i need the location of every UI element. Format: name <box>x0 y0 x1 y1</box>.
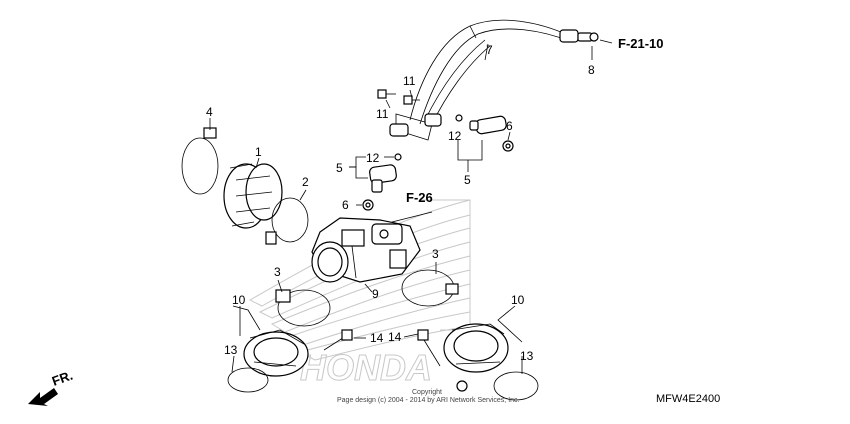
callout-12-left: 12 <box>366 151 380 165</box>
leader-lines <box>209 39 613 374</box>
callout-3-right: 3 <box>432 247 439 261</box>
clamp-band-2 <box>265 197 309 245</box>
callout-labels: 1 2 3 3 4 5 5 6 6 7 8 9 10 10 11 11 12 1… <box>206 43 595 363</box>
front-marker-label: FR. <box>50 368 75 389</box>
bolt-11 <box>377 89 420 105</box>
diagram-code: MFW4E2400 <box>656 393 720 405</box>
callout-14-left: 14 <box>370 331 384 345</box>
callout-9: 9 <box>372 287 379 301</box>
callout-7: 7 <box>486 43 493 57</box>
screw-14-right <box>417 329 468 392</box>
callout-5-right: 5 <box>464 173 471 187</box>
clamp-band-4 <box>181 127 219 195</box>
honda-watermark-text: HONDA <box>300 347 432 388</box>
fuel-injector-left <box>362 153 402 211</box>
insulator-10-right <box>443 323 509 373</box>
insulator-1 <box>223 163 283 229</box>
callout-11-bottom: 11 <box>376 107 389 121</box>
reference-f-26: F-26 <box>406 190 433 205</box>
callout-1: 1 <box>255 145 262 159</box>
copyright-line-1: Copyright <box>412 389 442 396</box>
callout-14-right: 14 <box>388 330 402 344</box>
callout-12-right: 12 <box>448 129 462 143</box>
callout-2: 2 <box>302 175 309 189</box>
copyright-line-2: Page design (c) 2004 - 2014 by ARI Netwo… <box>337 397 520 404</box>
callout-13-right: 13 <box>520 349 534 363</box>
callout-4: 4 <box>206 105 213 119</box>
clamp-band-3-right <box>401 269 459 307</box>
callout-8: 8 <box>588 63 595 77</box>
gasket-13-left <box>227 367 269 393</box>
fuel-hose-assembly <box>389 19 599 141</box>
callout-6-right: 6 <box>506 119 513 133</box>
reference-f-21-10: F-21-10 <box>618 36 664 51</box>
throttle-body <box>311 217 421 283</box>
clamp-band-3-left <box>275 289 331 327</box>
callout-10-left: 10 <box>232 293 246 307</box>
fuel-injector-right <box>455 114 514 152</box>
front-arrow-icon <box>28 388 58 406</box>
callout-6-left: 6 <box>342 198 349 212</box>
callout-13-left: 13 <box>224 343 238 357</box>
insulator-10-left <box>243 329 309 377</box>
callout-11-top: 11 <box>403 74 416 88</box>
screw-14-left <box>323 329 353 351</box>
callout-3-left: 3 <box>274 265 281 279</box>
callout-5-left: 5 <box>336 161 343 175</box>
gasket-13-right <box>493 371 539 401</box>
callout-10-right: 10 <box>511 293 525 307</box>
